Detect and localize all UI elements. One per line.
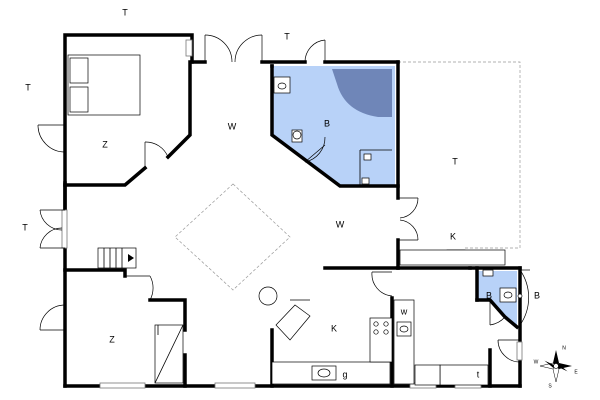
kitchen-counters — [271, 304, 393, 385]
label-living-right: W — [336, 219, 345, 229]
compass-rose: N E S W — [534, 345, 579, 389]
label-kitchen-right: K — [450, 231, 456, 241]
terrace-outline — [398, 61, 521, 249]
shower-enclosure — [332, 69, 392, 117]
label-bathroom-outside: B — [534, 290, 540, 300]
small-bathroom-fixtures — [482, 269, 523, 303]
label-fixture-t: t — [477, 369, 480, 379]
compass-w: W — [534, 359, 539, 365]
label-bedroom-bottom: Z — [109, 334, 115, 344]
bathroom-small-fill — [477, 271, 517, 325]
compass-n: N — [562, 345, 566, 351]
compass-s: S — [548, 383, 552, 389]
label-terrace-top-right: T — [284, 31, 290, 41]
label-kitchen-main: K — [331, 323, 337, 333]
label-bathroom-small: B — [486, 290, 492, 300]
doors — [37, 34, 530, 363]
label-terrace-right: T — [452, 156, 458, 166]
skylight-outline — [174, 183, 291, 291]
label-living-left: W — [228, 121, 237, 131]
stairs — [97, 247, 137, 269]
round-table — [258, 286, 278, 306]
label-bathroom-main: B — [324, 118, 330, 128]
label-utility: w — [400, 306, 408, 316]
double-bed — [67, 54, 141, 116]
label-terrace-top: T — [122, 7, 128, 17]
label-terrace-left-bottom: T — [22, 222, 28, 232]
single-bed — [154, 324, 184, 384]
label-terrace-left-top: T — [25, 82, 31, 92]
compass-e: E — [574, 369, 578, 375]
bathroom-fixtures — [273, 76, 372, 185]
utility-fixtures — [393, 249, 506, 386]
label-fixture-g: g — [342, 369, 347, 379]
label-bedroom-top: Z — [102, 139, 108, 149]
